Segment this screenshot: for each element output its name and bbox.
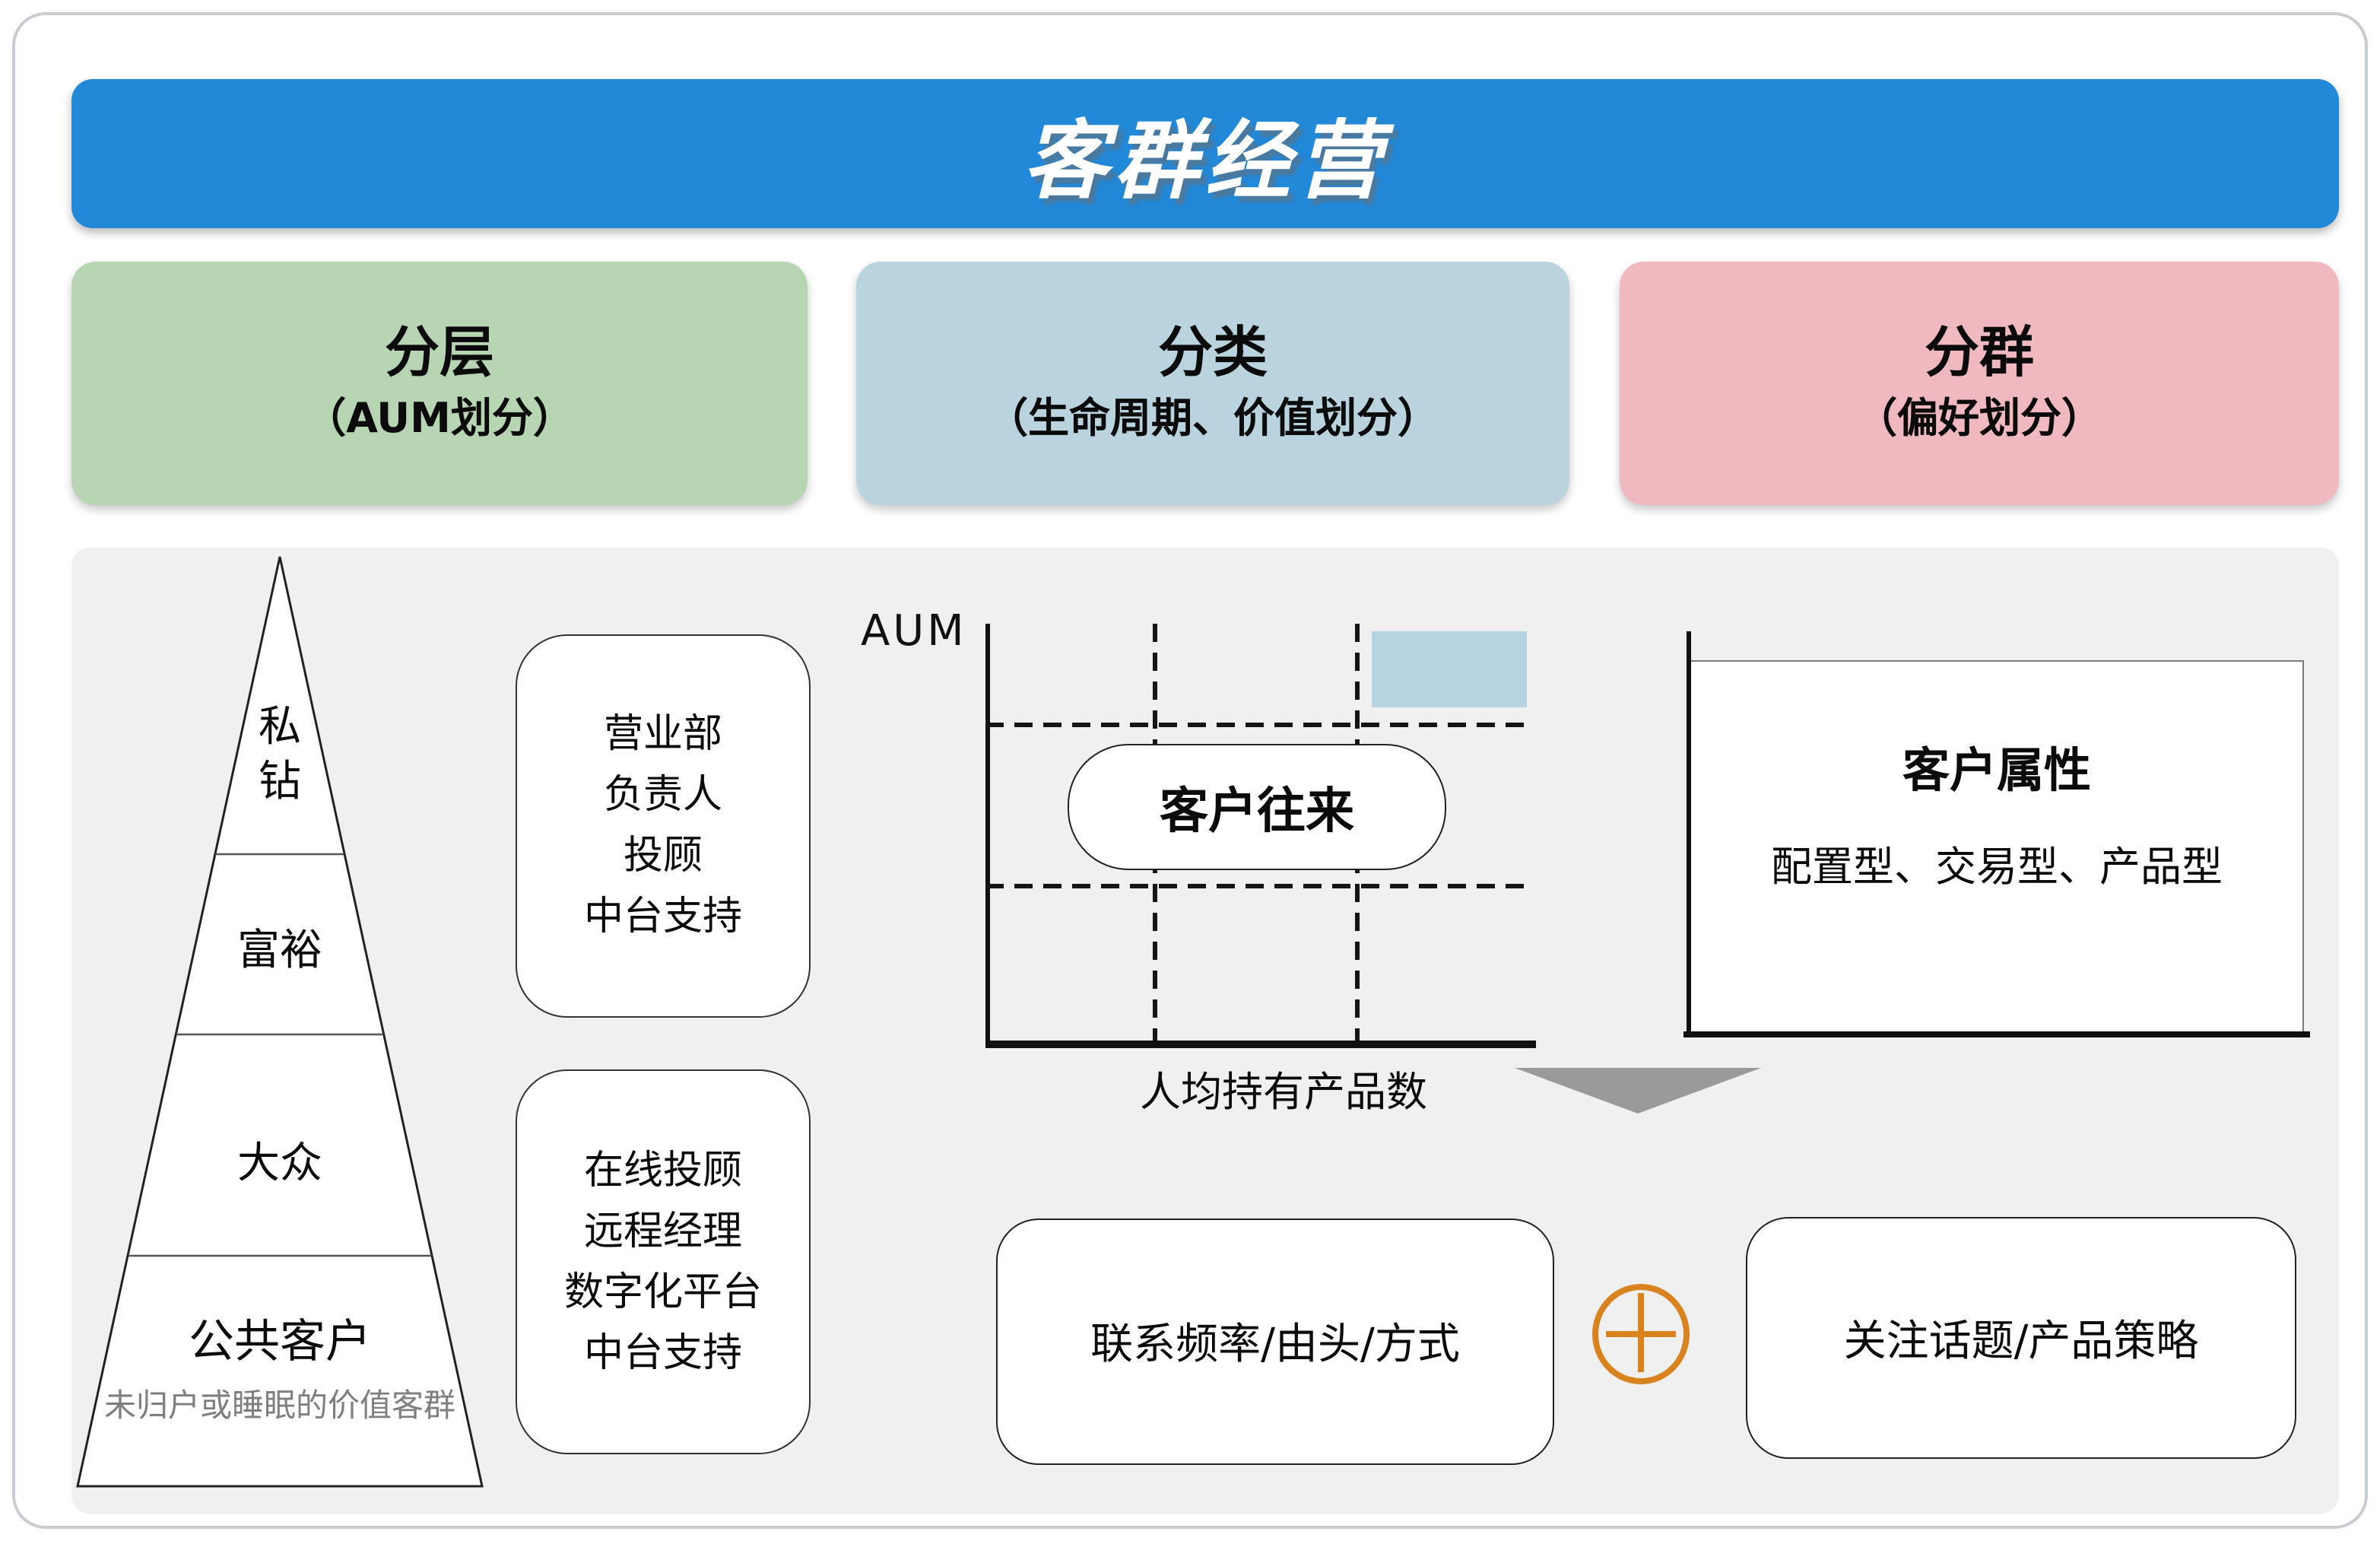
pyramid-footnote: 未归户或睡眠的价值客群 bbox=[104, 1387, 455, 1424]
header-box-grouping: 分群 （偏好划分） bbox=[1620, 262, 2339, 505]
slide-card: 客群经营 分层 （AUM划分） 分类 （生命周期、价值划分） 分群 （偏好划分）… bbox=[12, 12, 2368, 1529]
chart-dashed-hline bbox=[985, 884, 1533, 888]
header-box-subtitle: （AUM划分） bbox=[305, 396, 574, 443]
header-box-subtitle: （偏好划分） bbox=[1856, 396, 2102, 443]
pyramid-level-public: 公共客户 bbox=[189, 1316, 371, 1369]
support-box-online: 在线投顾 远程经理 数字化平台 中台支持 bbox=[516, 1069, 811, 1454]
header-box-tiering: 分层 （AUM划分） bbox=[71, 262, 808, 505]
customer-interaction-pill: 客户往来 bbox=[1068, 744, 1446, 870]
attribute-box-bottom-axis bbox=[1683, 1031, 2310, 1037]
header-box-classification: 分类 （生命周期、价值划分） bbox=[856, 262, 1569, 505]
customer-attribute-box: 客户属性 配置型、交易型、产品型 bbox=[1690, 660, 2304, 1034]
contact-strategy-box: 联系频率/由头/方式 bbox=[996, 1219, 1554, 1465]
header-box-title: 分群 bbox=[1924, 322, 2034, 385]
contact-strategy-label: 联系频率/由头/方式 bbox=[1090, 1319, 1460, 1369]
pyramid-level-affluent: 富裕 bbox=[236, 925, 322, 975]
aum-pyramid-shape bbox=[76, 556, 484, 1488]
chart-highlight-cell bbox=[1372, 631, 1527, 707]
chart-y-axis-label: AUM bbox=[861, 605, 967, 656]
plus-icon bbox=[1592, 1284, 1690, 1384]
banner: 客群经营 bbox=[71, 79, 2339, 228]
support-line: 数字化平台 bbox=[563, 1269, 762, 1315]
support-line: 在线投顾 bbox=[583, 1148, 742, 1193]
content-panel: 私钻 富裕 大众 公共客户 未归户或睡眠的价值客群 营业部 负责人 投顾 中台支… bbox=[71, 548, 2339, 1514]
support-line: 中台支持 bbox=[583, 894, 742, 940]
pyramid-level-private-diamond: 私钻 bbox=[258, 701, 301, 806]
support-line: 中台支持 bbox=[583, 1330, 742, 1376]
support-line: 营业部 bbox=[603, 712, 722, 758]
header-box-subtitle: （生命周期、价值划分） bbox=[987, 396, 1439, 443]
chart-axes bbox=[985, 624, 1536, 1048]
page-title: 客群经营 bbox=[1023, 112, 1388, 211]
down-arrow-icon bbox=[1515, 1068, 1761, 1114]
customer-attribute-title: 客户属性 bbox=[1902, 744, 2091, 799]
support-line: 远程经理 bbox=[583, 1209, 742, 1254]
customer-attribute-subtitle: 配置型、交易型、产品型 bbox=[1771, 844, 2223, 891]
attribute-box-left-axis bbox=[1687, 631, 1691, 1034]
support-box-branch: 营业部 负责人 投顾 中台支持 bbox=[516, 634, 811, 1018]
topic-strategy-box: 关注话题/产品策略 bbox=[1746, 1217, 2296, 1459]
pyramid-level-mass: 大众 bbox=[236, 1138, 322, 1188]
chart-dashed-hline bbox=[985, 723, 1533, 727]
customer-interaction-label: 客户往来 bbox=[1159, 781, 1354, 839]
support-line: 负责人 bbox=[603, 773, 722, 818]
header-box-title: 分层 bbox=[384, 322, 494, 385]
topic-strategy-label: 关注话题/产品策略 bbox=[1843, 1315, 2199, 1365]
support-line: 投顾 bbox=[623, 834, 703, 879]
header-box-title: 分类 bbox=[1157, 322, 1268, 385]
chart-x-axis-label: 人均持有产品数 bbox=[1140, 1069, 1427, 1117]
